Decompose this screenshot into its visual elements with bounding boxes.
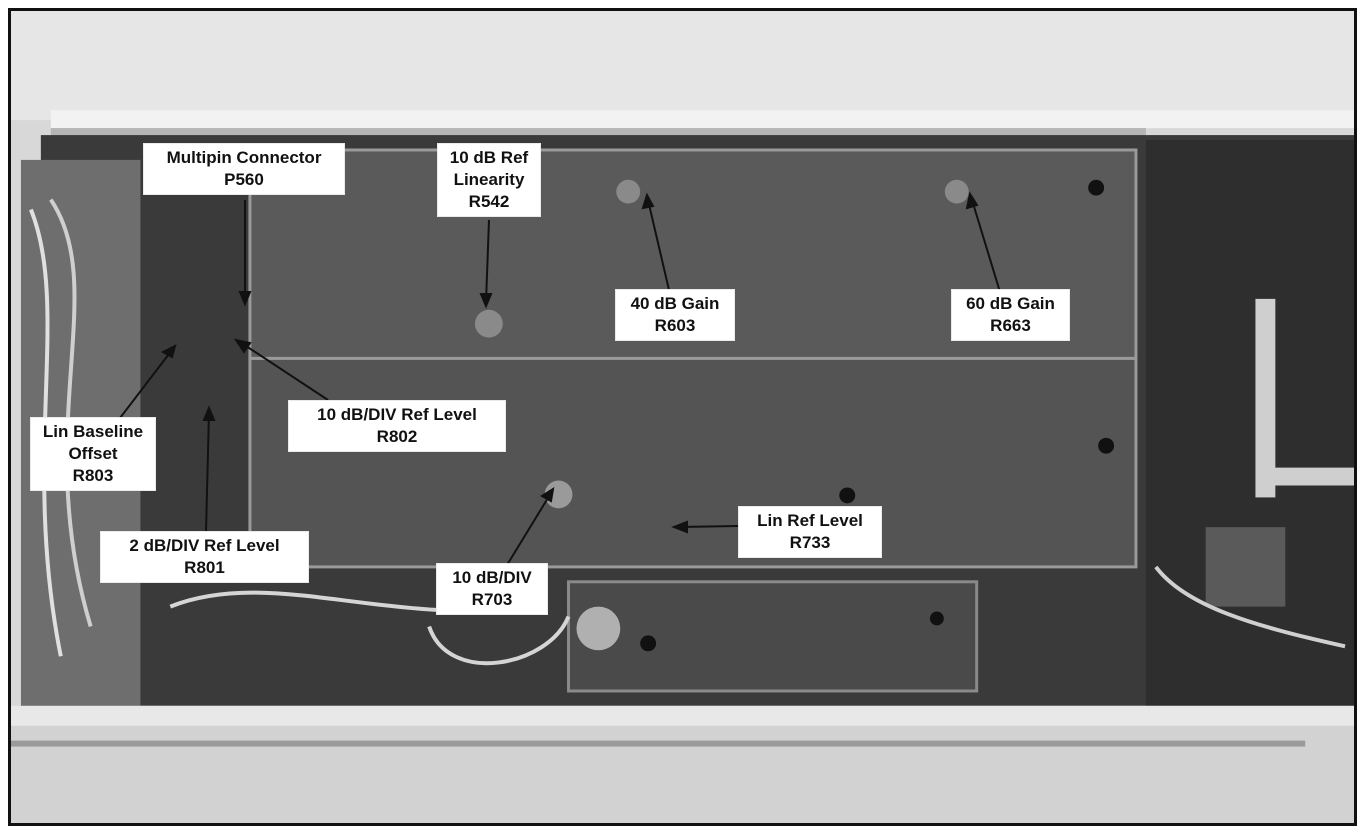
callout-line: Offset	[68, 444, 118, 463]
callout-line: R542	[468, 192, 510, 211]
callout-line: 10 dB Ref	[449, 148, 529, 167]
photo-frame	[8, 8, 1357, 826]
callout-line: 10 dB/DIV	[452, 568, 532, 587]
callout-line: Lin Baseline	[42, 422, 144, 441]
callout-line: R603	[654, 316, 696, 335]
callout-lin-baseline-offset: Lin Baseline Offset R803	[30, 417, 156, 491]
callout-40db-gain: 40 dB Gain R603	[615, 289, 735, 341]
callout-line: R802	[376, 427, 418, 446]
callout-multipin-connector: Multipin Connector P560	[143, 143, 345, 195]
callout-line: R703	[471, 590, 513, 609]
callout-60db-gain: 60 dB Gain R663	[951, 289, 1070, 341]
callout-line: P560	[224, 170, 264, 189]
callout-line: R663	[990, 316, 1031, 335]
callout-line: 10 dB/DIV Ref Level	[317, 405, 477, 424]
callout-line: Lin Ref Level	[757, 511, 863, 530]
circuit-board-photo	[11, 11, 1354, 823]
callout-line: R803	[72, 466, 114, 485]
callout-2db-div-ref-level: 2 dB/DIV Ref Level R801	[100, 531, 309, 583]
callout-line: R801	[184, 558, 225, 577]
callout-line: 2 dB/DIV Ref Level	[129, 536, 280, 555]
callout-line: 40 dB Gain	[630, 294, 720, 313]
callout-line: 60 dB Gain	[966, 294, 1055, 313]
callout-line: Linearity	[453, 170, 525, 189]
callout-line: R733	[789, 533, 831, 552]
callout-10db-div: 10 dB/DIV R703	[436, 563, 548, 615]
callout-lin-ref-level: Lin Ref Level R733	[738, 506, 882, 558]
callout-10db-div-ref-level: 10 dB/DIV Ref Level R802	[288, 400, 506, 452]
callout-line: Multipin Connector	[166, 148, 322, 167]
callout-ref-linearity: 10 dB Ref Linearity R542	[437, 143, 541, 217]
